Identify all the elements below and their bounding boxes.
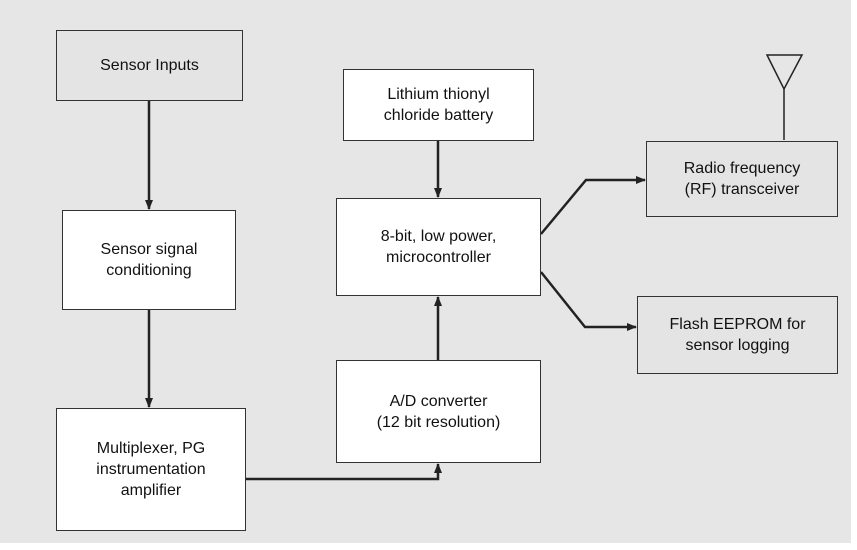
- sensor-inputs-label: Sensor Inputs: [100, 57, 199, 74]
- battery-block: Lithium thionyl chloride battery: [343, 69, 534, 141]
- rf-transceiver-label: Radio frequency (RF) transceiver: [683, 160, 801, 198]
- sensor-inputs-block: Sensor Inputs: [56, 30, 243, 101]
- microcontroller-label: 8-bit, low power, microcontroller: [380, 228, 497, 266]
- multiplexer-block: Multiplexer, PG instrumentation amplifie…: [56, 408, 246, 531]
- battery-label: Lithium thionyl chloride battery: [383, 86, 494, 124]
- arrow-multiplexer-to-adc: [246, 463, 442, 481]
- flash-eeprom-block: Flash EEPROM for sensor logging: [637, 296, 838, 374]
- microcontroller-block: 8-bit, low power, microcontroller: [336, 198, 541, 296]
- adc-label: A/D converter (12 bit resolution): [376, 392, 501, 431]
- rf-transceiver-block: Radio frequency (RF) transceiver: [646, 141, 838, 217]
- flash-eeprom-label: Flash EEPROM for sensor logging: [669, 316, 806, 354]
- arrow-microcontroller-to-rf: [540, 176, 646, 235]
- antenna-icon: [765, 54, 804, 140]
- multiplexer-label: Multiplexer, PG instrumentation amplifie…: [96, 440, 206, 499]
- arrow-microcontroller-to-flash: [540, 271, 637, 331]
- adc-block: A/D converter (12 bit resolution): [336, 360, 541, 463]
- signal-conditioning-label: Sensor signal conditioning: [100, 241, 198, 279]
- signal-conditioning-block: Sensor signal conditioning: [62, 210, 236, 310]
